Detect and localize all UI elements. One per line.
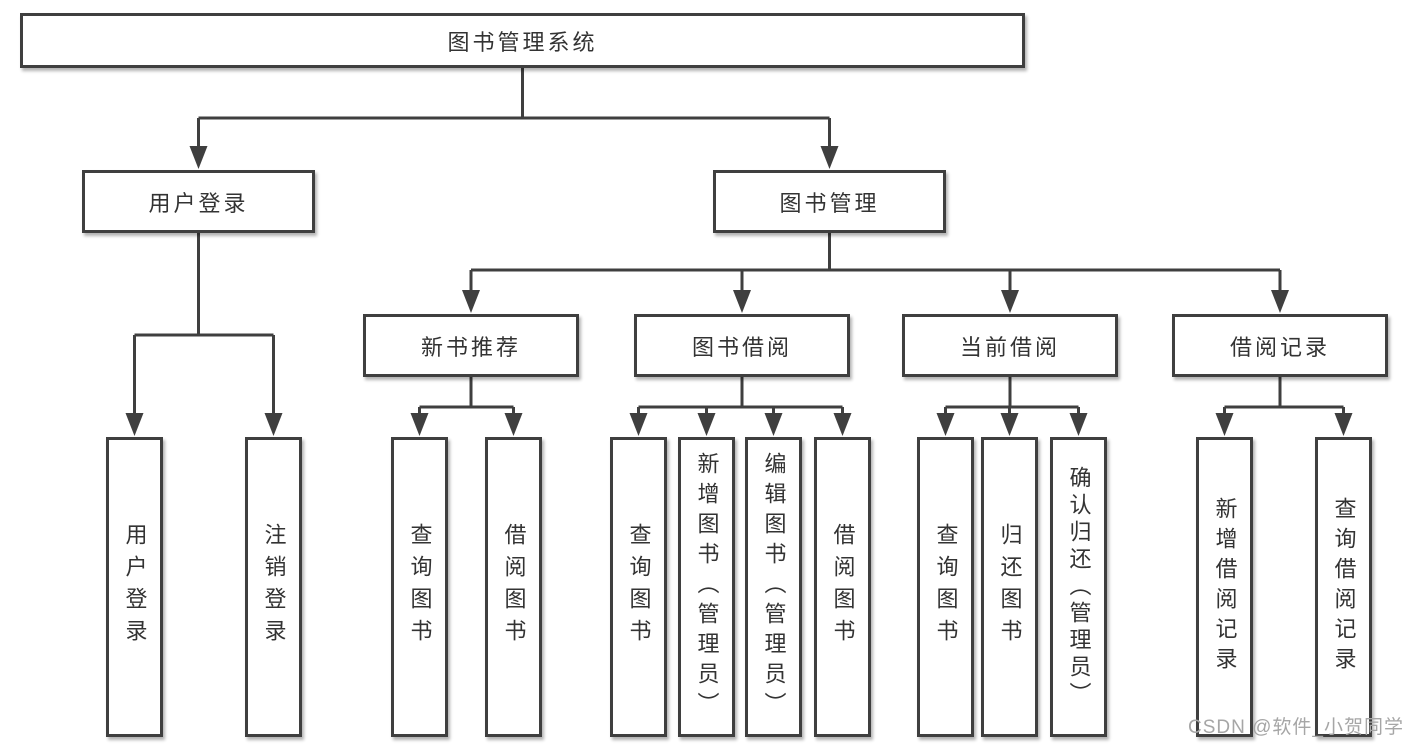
leaf-query-books-recommend: 查询图书 [391,437,448,737]
leaf-borrow-books: 借阅图书 [814,437,871,737]
leaf-confirm-return-admin: 确认归还（管理员） [1050,437,1107,737]
node-root-system: 图书管理系统 [20,13,1025,68]
leaf-logout: 注销登录 [245,437,302,737]
node-current-borrow: 当前借阅 [902,314,1118,377]
leaf-query-borrow-record: 查询借阅记录 [1315,437,1372,737]
csdn-watermark: CSDN @软件_小贺同学 [1188,717,1404,738]
leaf-add-books-admin: 新增图书（管理员） [678,437,735,737]
leaf-edit-books-admin: 编辑图书（管理员） [745,437,802,737]
node-user-login: 用户登录 [82,170,315,233]
node-borrow-records: 借阅记录 [1172,314,1388,377]
node-book-borrow: 图书借阅 [634,314,850,377]
leaf-query-books-current: 查询图书 [917,437,974,737]
node-book-management: 图书管理 [713,170,946,233]
leaf-query-books-borrow: 查询图书 [610,437,667,737]
node-new-book-recommend: 新书推荐 [363,314,579,377]
leaf-add-borrow-record: 新增借阅记录 [1196,437,1253,737]
leaf-user-login: 用户登录 [106,437,163,737]
leaf-borrow-books-recommend: 借阅图书 [485,437,542,737]
leaf-return-books: 归还图书 [981,437,1038,737]
